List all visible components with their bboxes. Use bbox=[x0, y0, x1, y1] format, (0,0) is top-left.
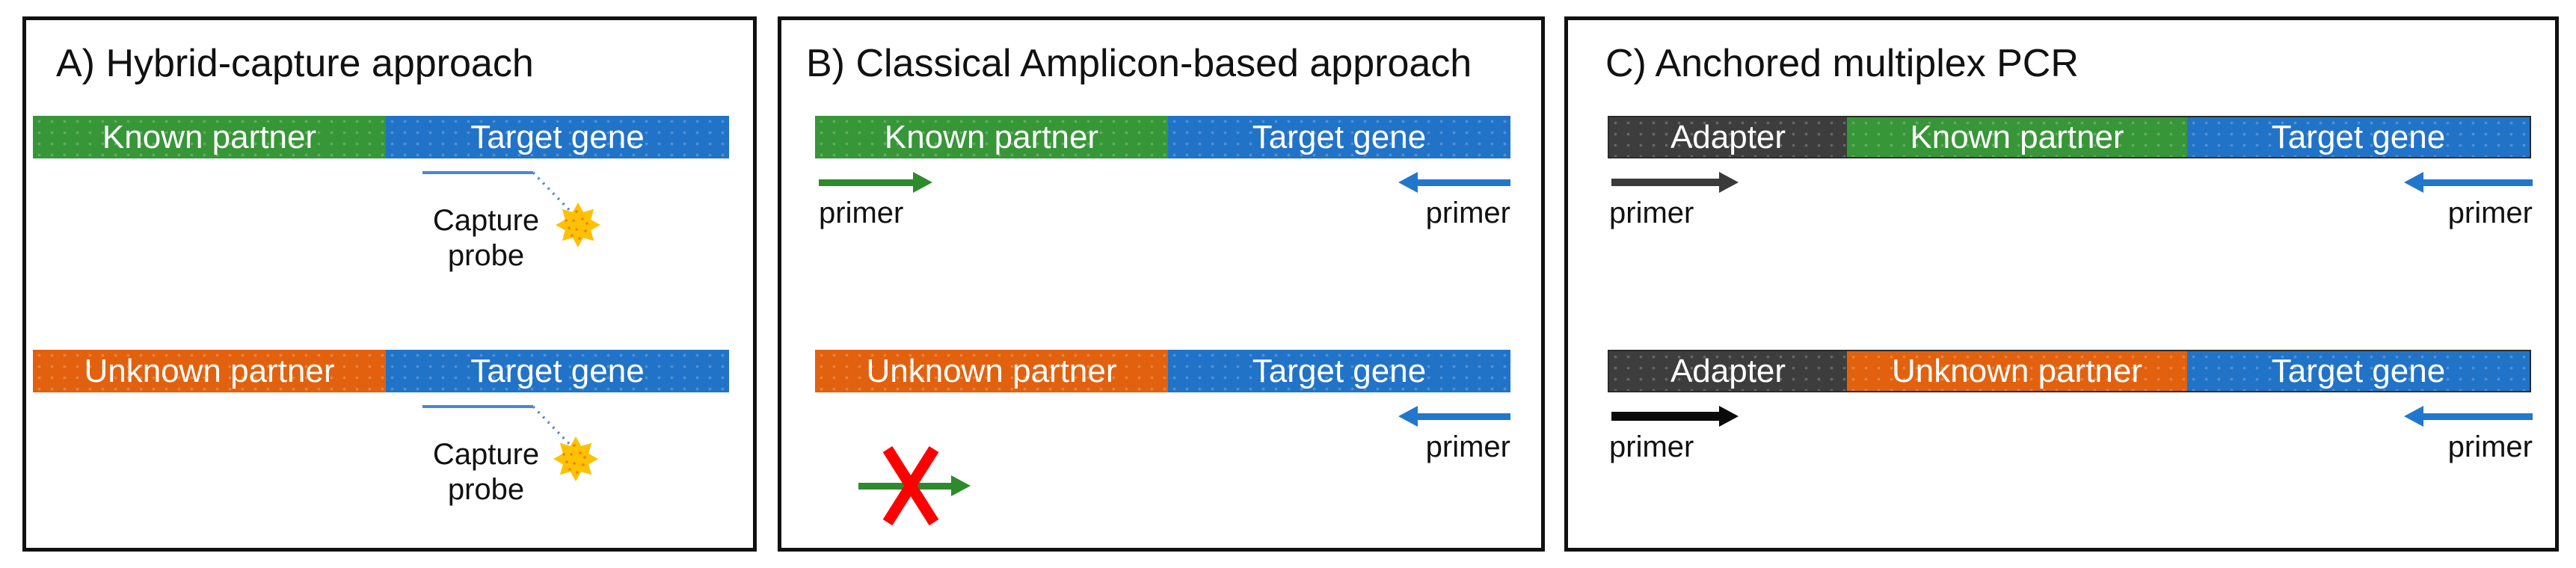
capture-probe-connector-icon bbox=[422, 405, 580, 454]
segment-unknown-partner: Unknown partner bbox=[33, 350, 386, 392]
segment-target-gene: Target gene bbox=[1168, 350, 1510, 392]
reverse-primer-arrow-icon bbox=[2404, 406, 2533, 427]
reverse-primer-arrow-icon bbox=[1398, 172, 1510, 193]
panel-classical-amplicon: B) Classical Amplicon-based approach Kno… bbox=[778, 16, 1545, 552]
segment-known-partner: Known partner bbox=[33, 116, 386, 158]
primer-label: primer bbox=[1609, 430, 1694, 463]
panel-anchored-multiplex-pcr: C) Anchored multiplex PCR Adapter Known … bbox=[1564, 16, 2559, 552]
segment-known-partner: Known partner bbox=[1847, 117, 2187, 157]
panel-c-title: C) Anchored multiplex PCR bbox=[1605, 42, 2079, 85]
capture-probe-star-icon bbox=[556, 203, 600, 247]
segment-target-gene: Target gene bbox=[386, 350, 729, 392]
forward-primer-arrow-icon bbox=[819, 172, 932, 193]
segment-target-gene: Target gene bbox=[2187, 351, 2530, 391]
forward-primer-arrow-icon bbox=[1611, 172, 1739, 193]
capture-probe-label: Capture probe bbox=[432, 438, 540, 506]
segment-adapter: Adapter bbox=[1609, 117, 1847, 157]
primer-label: primer bbox=[1609, 197, 1694, 229]
forward-primer-arrow-icon bbox=[1611, 406, 1739, 427]
segment-target-gene: Target gene bbox=[386, 116, 729, 158]
red-cross-icon bbox=[882, 445, 939, 526]
dna-bar-unknown-partner: Unknown partner Target gene bbox=[815, 350, 1510, 392]
panel-a-title: A) Hybrid-capture approach bbox=[56, 42, 534, 85]
dna-bar-adapter-known-partner: Adapter Known partner Target gene bbox=[1608, 116, 2531, 158]
panel-hybrid-capture: A) Hybrid-capture approach Known partner… bbox=[22, 16, 757, 552]
segment-known-partner: Known partner bbox=[815, 116, 1168, 158]
segment-target-gene: Target gene bbox=[1168, 116, 1510, 158]
primer-label: primer bbox=[2447, 197, 2533, 229]
primer-label: primer bbox=[1425, 197, 1510, 229]
capture-probe-connector-icon bbox=[422, 171, 580, 220]
capture-probe-star-icon bbox=[553, 436, 598, 481]
capture-probe-label: Capture probe bbox=[432, 204, 540, 272]
dna-bar-adapter-unknown-partner: Adapter Unknown partner Target gene bbox=[1608, 350, 2531, 392]
segment-adapter: Adapter bbox=[1609, 351, 1847, 391]
segment-unknown-partner: Unknown partner bbox=[1847, 351, 2187, 391]
dna-bar-known-partner: Known partner Target gene bbox=[815, 116, 1510, 158]
segment-target-gene: Target gene bbox=[2187, 117, 2530, 157]
reverse-primer-arrow-icon bbox=[2404, 172, 2533, 193]
segment-unknown-partner: Unknown partner bbox=[815, 350, 1168, 392]
dna-bar-unknown-partner: Unknown partner Target gene bbox=[33, 350, 729, 392]
panel-b-title: B) Classical Amplicon-based approach bbox=[806, 42, 1472, 85]
reverse-primer-arrow-icon bbox=[1398, 406, 1510, 427]
dna-bar-known-partner: Known partner Target gene bbox=[33, 116, 729, 158]
primer-label: primer bbox=[1425, 430, 1510, 463]
primer-label: primer bbox=[2447, 430, 2533, 463]
primer-label: primer bbox=[819, 197, 904, 229]
